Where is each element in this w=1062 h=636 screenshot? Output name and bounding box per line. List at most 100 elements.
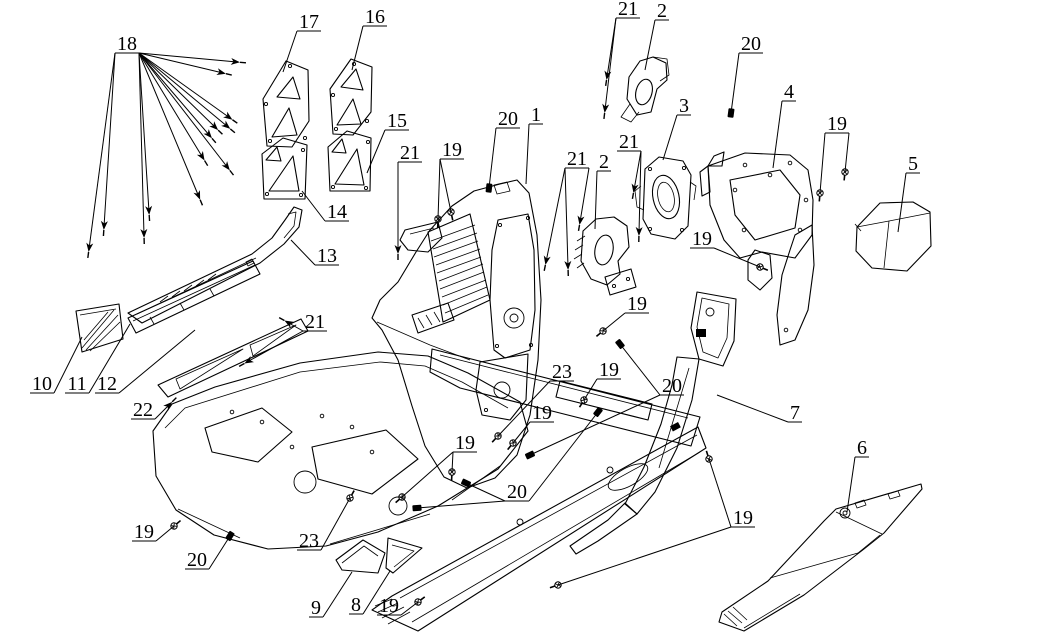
leader-line [88, 52, 116, 250]
part-5-cover [854, 201, 932, 272]
clip-fastener-icon [225, 530, 235, 542]
callout-20-8: 20 [727, 33, 763, 118]
part-2-duct-upper [620, 56, 670, 123]
leader-line [53, 336, 83, 394]
bolt-fastener-icon [564, 260, 572, 277]
callout-14-4: 14 [301, 190, 349, 223]
callout-19-21: 19 [595, 293, 649, 338]
callout-23-37: 23 [297, 490, 355, 552]
leader-line [488, 127, 497, 189]
callout-18-0: 18 [86, 33, 247, 259]
leader-line [557, 526, 732, 586]
part-15-bracket [327, 130, 372, 192]
bolt-fastener-icon [394, 245, 402, 260]
part-number-label: 3 [679, 95, 689, 117]
callout-20-16: 20 [485, 108, 520, 193]
screw-fastener-icon [705, 450, 713, 463]
leader-line [529, 394, 661, 456]
bolt-fastener-icon [203, 129, 217, 144]
part-rocker-sill [371, 422, 707, 632]
part-2-duct-lower [573, 216, 637, 296]
clip-fastener-icon [593, 407, 603, 417]
part-number-label: 14 [327, 201, 347, 223]
leader-line [525, 123, 530, 185]
leader-line [138, 52, 217, 129]
leader-line [772, 100, 783, 169]
part-number-label: 20 [498, 108, 518, 130]
bolt-fastener-icon [163, 397, 177, 411]
clip-fastener-icon [615, 339, 625, 349]
callout-4-9: 4 [772, 81, 796, 169]
bolt-fastener-icon [238, 356, 254, 367]
leader-line [322, 571, 353, 618]
bolt-fastener-icon [577, 215, 585, 231]
clip-fastener-icon [412, 504, 422, 512]
bolt-fastener-icon [543, 255, 551, 271]
leader-line [290, 239, 316, 266]
callout-19-40: 19 [377, 595, 426, 617]
leader-line [138, 52, 224, 74]
leader-line [138, 52, 229, 169]
leader-line [716, 394, 789, 423]
callout-20-36: 20 [185, 530, 235, 571]
screw-fastener-icon [816, 189, 824, 202]
part-number-label: 17 [299, 11, 319, 33]
part-number-label: 5 [908, 153, 918, 175]
callout-12-24: 12 [95, 329, 196, 395]
screw-fastener-icon [841, 168, 849, 181]
callout-17-1: 17 [282, 11, 321, 73]
part-3-vent-housing [634, 156, 697, 240]
screw-fastener-icon [414, 596, 426, 606]
bolt-fastener-icon [221, 120, 236, 134]
leader-line [208, 535, 231, 570]
callout-7-31: 7 [716, 394, 802, 424]
part-number-label: 1 [531, 104, 541, 126]
part-number-label: 19 [827, 113, 847, 135]
leader-line [138, 52, 229, 128]
callout-20-34: 20 [412, 407, 603, 512]
leader-line [351, 25, 364, 71]
callout-21-25: 21 [238, 311, 327, 367]
part-number-label: 9 [311, 597, 321, 619]
leader-line [644, 19, 656, 71]
leader-line [465, 482, 506, 502]
leader-line [138, 52, 204, 159]
leader-line [512, 421, 531, 444]
leader-line [583, 378, 598, 401]
part-number-label: 23 [299, 530, 319, 552]
part-number-label: 19 [599, 359, 619, 381]
screw-fastener-icon [346, 490, 355, 502]
callout-19-32: 19 [395, 432, 477, 504]
callout-23-27: 23 [491, 361, 574, 443]
leader-line [416, 500, 506, 509]
screw-fastener-icon [578, 396, 588, 408]
part-number-label: 2 [657, 0, 667, 22]
part-console-deck [429, 348, 701, 447]
leader-line [401, 451, 454, 498]
screw-fastener-icon [756, 263, 769, 271]
callout-19-10: 19 [816, 113, 850, 202]
callout-5-11: 5 [897, 153, 920, 233]
part-16-bracket [329, 58, 373, 136]
callout-21-13: 21 [617, 131, 643, 243]
part-number-label: 15 [387, 110, 407, 132]
leader-line [103, 52, 116, 228]
callout-10-22: 10 [30, 336, 83, 395]
leader-line [138, 52, 211, 137]
leader-line [320, 497, 351, 551]
bolt-fastener-icon [145, 205, 153, 222]
leader-line [138, 52, 238, 63]
part-8-corner-trim [385, 537, 423, 574]
part-number-label: 20 [507, 481, 527, 503]
clip-fastener-icon [485, 183, 493, 193]
part-number-label: 6 [857, 437, 867, 459]
bolt-fastener-icon [604, 70, 612, 87]
part-4-side-panel [699, 151, 815, 346]
leader-line [819, 132, 826, 194]
part-number-label: 19 [379, 595, 399, 617]
leader-line [602, 312, 626, 332]
part-number-label: 18 [117, 33, 137, 55]
part-number-label: 2 [599, 151, 609, 173]
